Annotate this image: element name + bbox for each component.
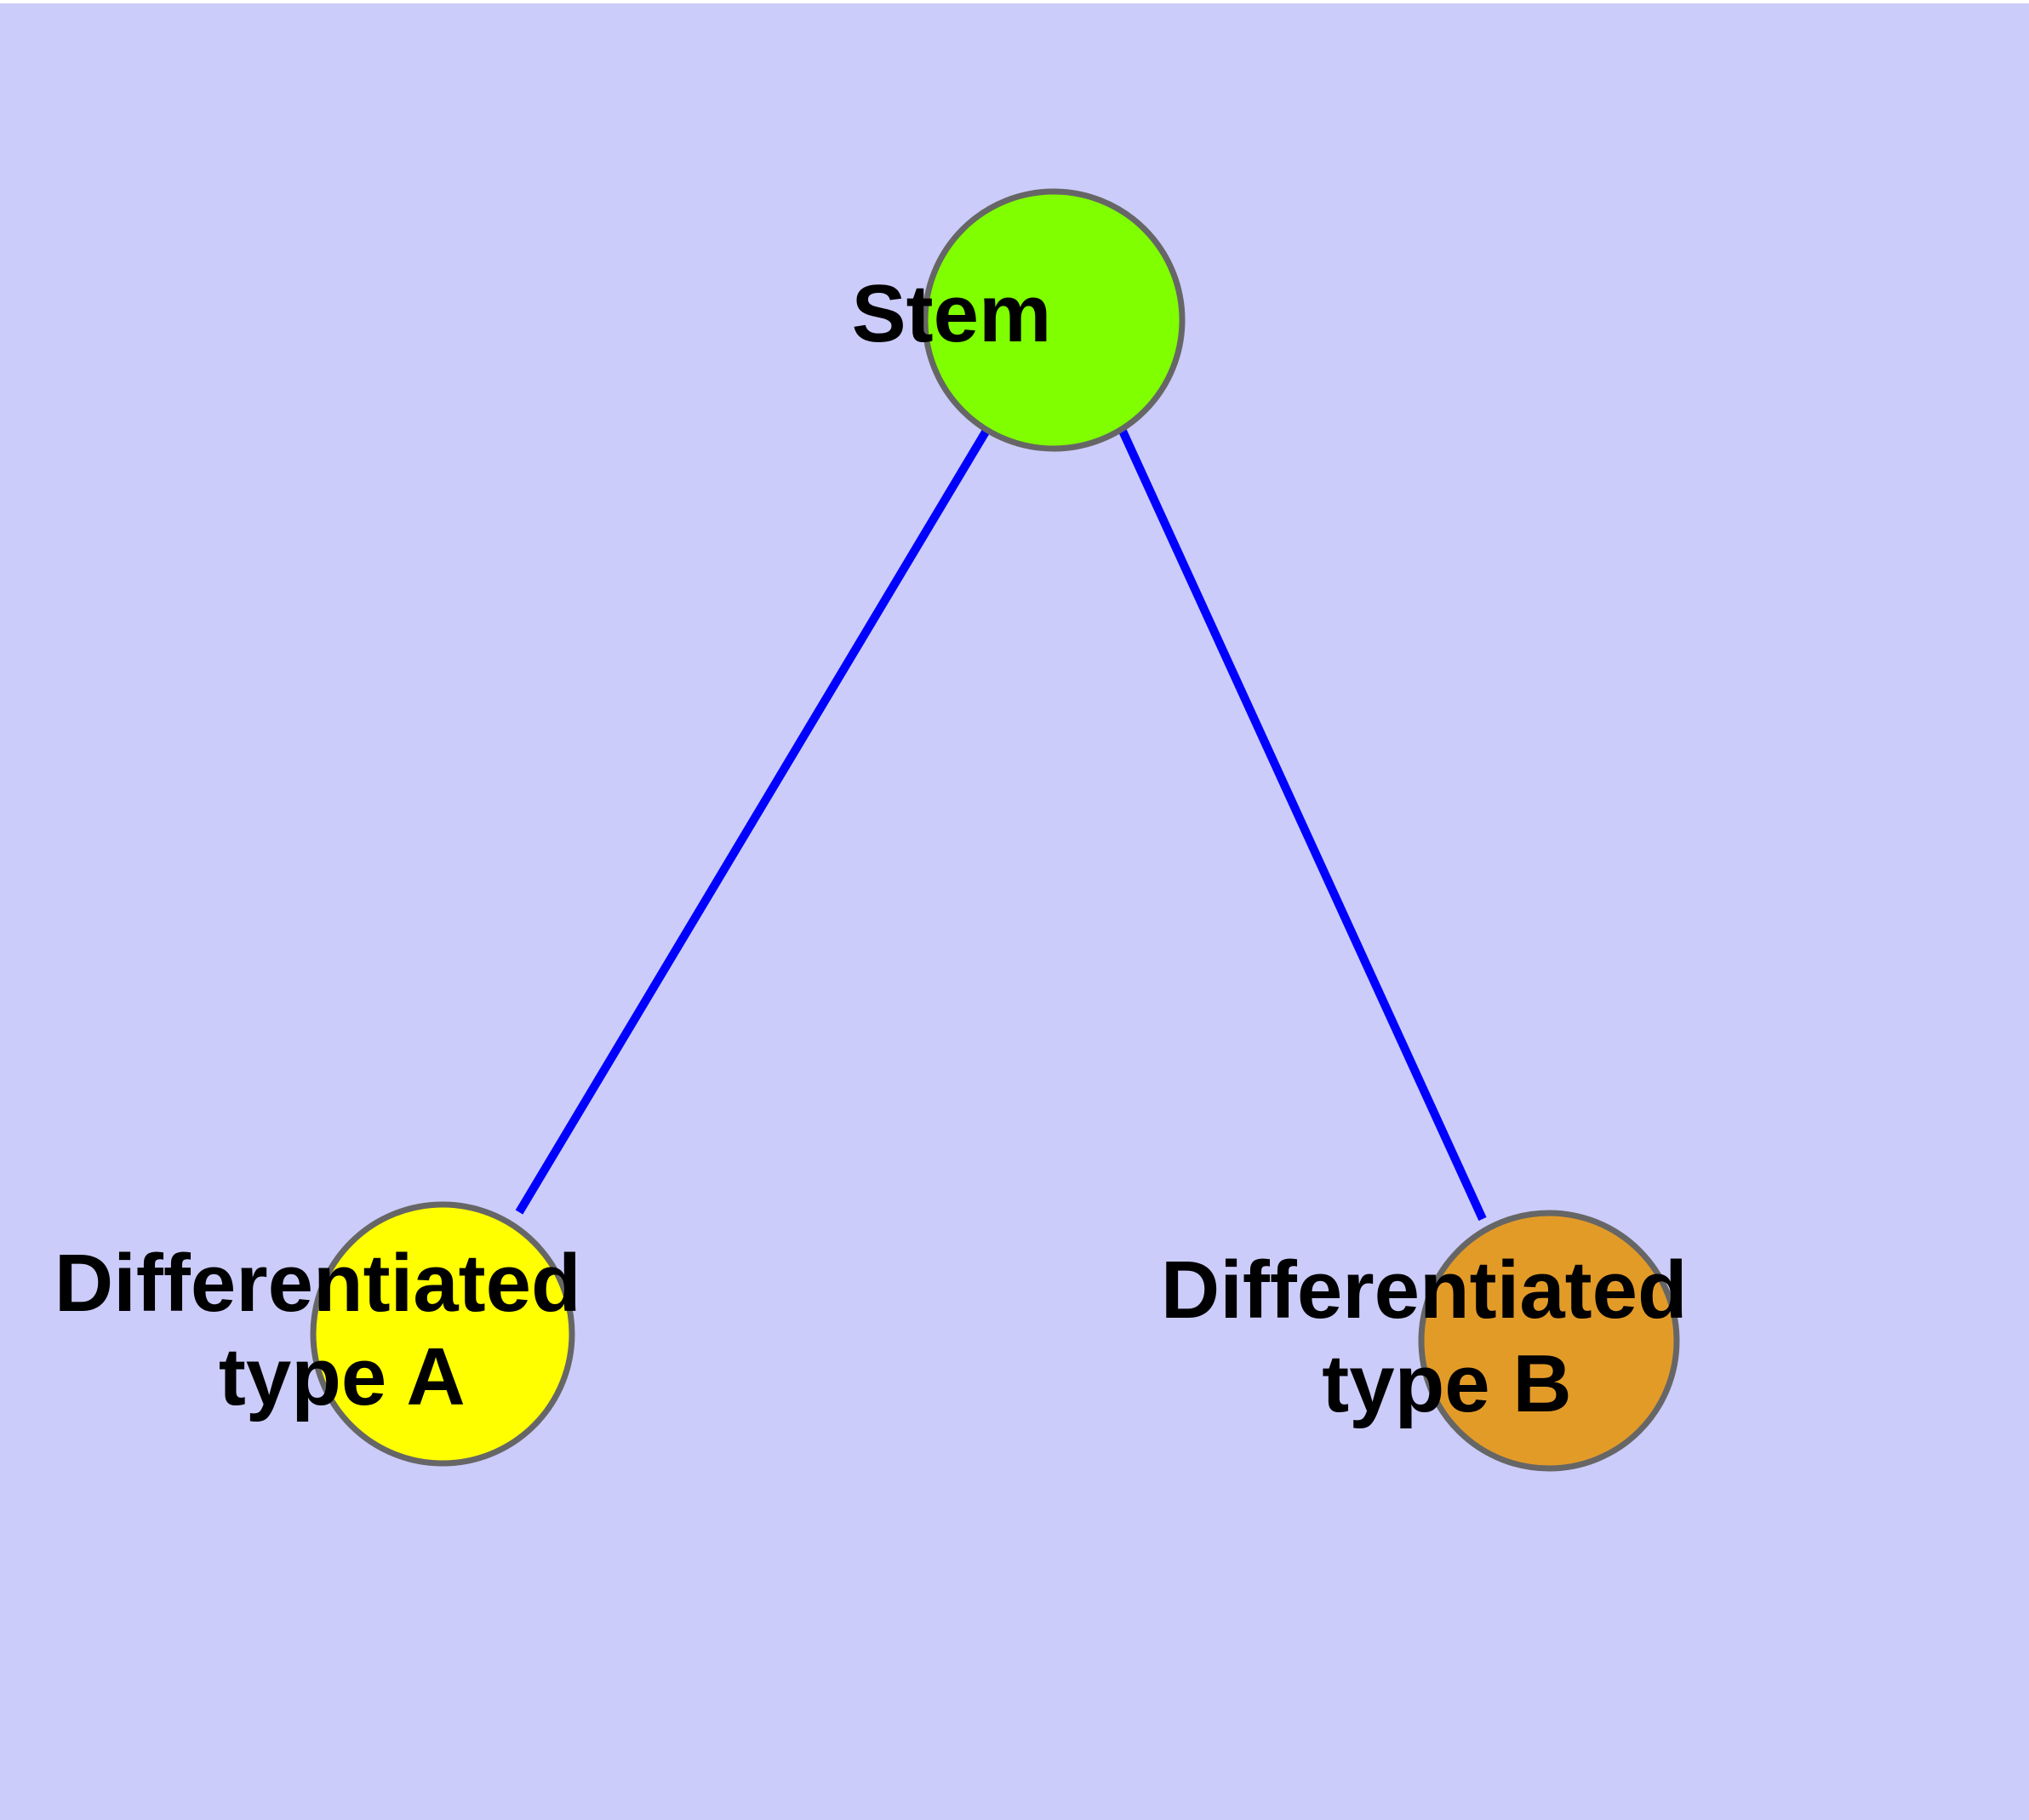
node-label-differentiated-type-a-line-2: type A — [219, 1331, 464, 1422]
node-label-group: Stem Differentiated type A Differentiate… — [54, 268, 1937, 1429]
edge-group — [515, 426, 1487, 1222]
node-label-stem: Stem — [852, 268, 1256, 359]
edge-stem-to-differentiated-type-a[interactable] — [515, 426, 992, 1215]
node-label-differentiated-type-b-line-2: type B — [1322, 1338, 1571, 1429]
node-differentiated-type-b[interactable] — [1418, 1210, 1680, 1472]
node-differentiated-type-a[interactable] — [310, 1201, 575, 1467]
edge-stem-to-differentiated-type-b[interactable] — [1117, 426, 1487, 1222]
node-group — [310, 188, 1680, 1472]
node-label-stem-line-1: Stem — [852, 268, 1052, 359]
node-label-differentiated-type-b: Differentiated type B — [1161, 1245, 1937, 1429]
node-label-differentiated-type-a-line-1: Differentiated — [54, 1238, 581, 1329]
node-label-differentiated-type-a: Differentiated type A — [54, 1238, 831, 1422]
node-stem[interactable] — [922, 188, 1186, 452]
diagram-plot-area: Stem Differentiated type A Differentiate… — [0, 3, 2029, 1820]
graph-svg: Stem Differentiated type A Differentiate… — [54, 188, 1937, 1472]
node-label-differentiated-type-b-line-1: Differentiated — [1161, 1245, 1688, 1336]
